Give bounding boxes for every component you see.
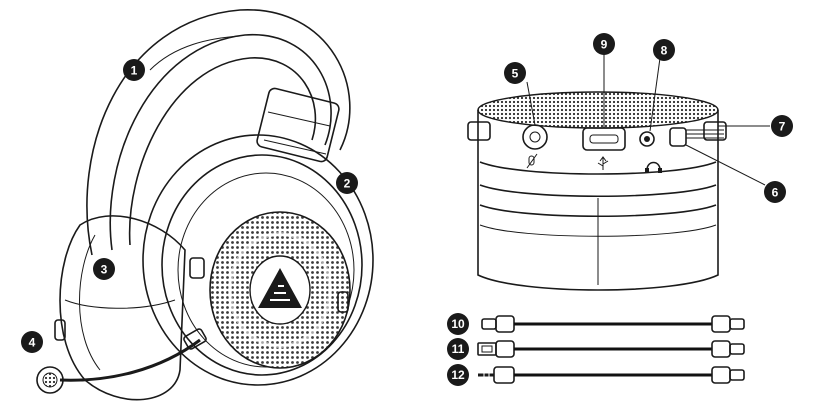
ear-cup-outer bbox=[142, 134, 374, 386]
cable-set bbox=[477, 315, 745, 384]
cable-usbc-to-usbc bbox=[481, 315, 745, 333]
earcup-body bbox=[477, 110, 719, 291]
svg-text:1: 1 bbox=[131, 64, 138, 78]
mic-capsule bbox=[36, 366, 64, 394]
earcup-top-grille bbox=[477, 91, 719, 129]
callout-12: 12 bbox=[447, 364, 469, 386]
brand-logo-icon bbox=[258, 268, 302, 308]
power-switch bbox=[669, 127, 687, 147]
usb-icon bbox=[597, 156, 609, 170]
earcup-port-view bbox=[467, 91, 727, 291]
audio-jack bbox=[639, 131, 655, 147]
svg-text:6: 6 bbox=[772, 186, 779, 200]
ear-cushion-back bbox=[59, 215, 186, 401]
svg-text:10: 10 bbox=[451, 317, 465, 331]
headphone-icon bbox=[645, 161, 662, 173]
usb-c-port bbox=[582, 127, 626, 151]
headband-slider bbox=[256, 87, 340, 163]
svg-text:7: 7 bbox=[779, 120, 786, 134]
callout-8: 8 bbox=[653, 39, 675, 61]
callout-7: 7 bbox=[771, 115, 793, 137]
svg-text:3: 3 bbox=[101, 263, 108, 277]
svg-text:12: 12 bbox=[451, 368, 465, 382]
leader-lines bbox=[526, 53, 770, 186]
svg-text:8: 8 bbox=[661, 44, 668, 58]
callout-3: 3 bbox=[93, 258, 115, 280]
callout-10: 10 bbox=[447, 313, 469, 335]
callout-1: 1 bbox=[123, 59, 145, 81]
svg-text:4: 4 bbox=[29, 336, 36, 350]
callout-5: 5 bbox=[504, 62, 526, 84]
cable-aux-to-usbc bbox=[478, 366, 745, 384]
callout-4: 4 bbox=[21, 331, 43, 353]
cable-usba-to-usbc bbox=[477, 340, 745, 358]
callout-9: 9 bbox=[593, 33, 615, 55]
svg-text:11: 11 bbox=[452, 342, 465, 356]
headband bbox=[86, 9, 351, 256]
callout-2: 2 bbox=[336, 172, 358, 194]
callout-11: 11 bbox=[447, 338, 469, 360]
svg-text:5: 5 bbox=[512, 67, 519, 81]
mic-boom bbox=[59, 338, 201, 382]
headset-illustration bbox=[36, 9, 374, 401]
mic-mute-dial bbox=[522, 124, 548, 150]
mic-mute-icon bbox=[526, 153, 538, 169]
svg-text:9: 9 bbox=[601, 38, 608, 52]
callout-6: 6 bbox=[764, 181, 786, 203]
svg-text:2: 2 bbox=[344, 177, 351, 191]
